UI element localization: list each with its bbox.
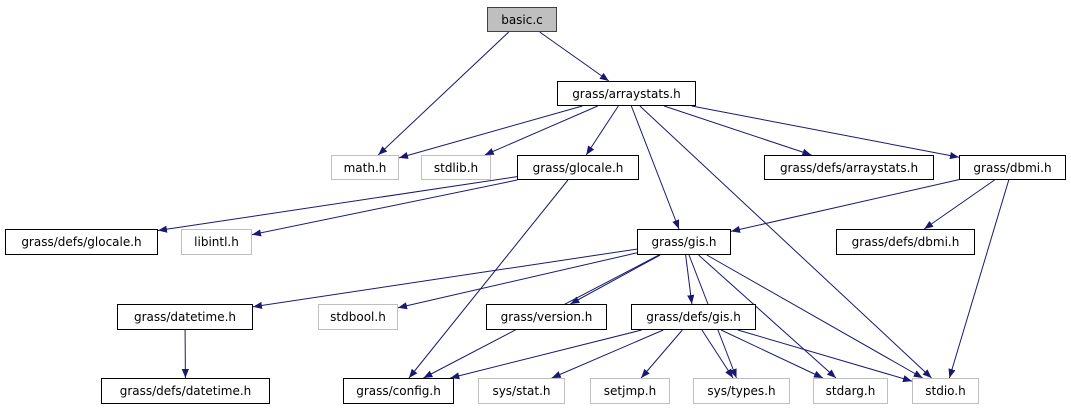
edge-defs-gis-to-stdarg [720, 329, 824, 379]
edge-gis-to-datetime [252, 248, 638, 310]
edge-gis-to-stdio [706, 254, 923, 379]
node-defs-arraystats[interactable]: grass/defs/arraystats.h [764, 155, 934, 180]
edge-dbmi-to-stdio [948, 179, 1010, 379]
edge-defs-gis-to-setjmp [640, 329, 683, 379]
edge-gis-to-defs-gis [685, 254, 695, 305]
edge-dbmi-to-defs-dbmi [923, 179, 995, 230]
node-math: math.h [331, 155, 399, 180]
edge-glocale-to-config [408, 179, 569, 379]
node-config[interactable]: grass/config.h [343, 378, 454, 404]
edge-dbmi-to-gis [730, 179, 960, 233]
node-arraystats[interactable]: grass/arraystats.h [557, 81, 696, 106]
edge-basic-to-math [377, 31, 510, 156]
edge-glocale-to-defs-glocale [157, 176, 518, 233]
node-glocale[interactable]: grass/glocale.h [517, 155, 639, 180]
node-sys-types: sys/types.h [693, 378, 790, 404]
node-stdio: stdio.h [912, 378, 979, 404]
node-defs-gis[interactable]: grass/defs/gis.h [631, 304, 756, 330]
edge-defs-gis-to-sys-stat [551, 329, 664, 379]
edge-defs-gis-to-stdio [737, 329, 913, 383]
node-basic[interactable]: basic.c [487, 7, 557, 32]
edge-arraystats-to-defs-arraystats [663, 105, 812, 156]
edge-arraystats-to-math [398, 105, 583, 159]
edge-arraystats-to-gis [630, 105, 680, 230]
node-defs-glocale[interactable]: grass/defs/glocale.h [5, 229, 158, 255]
edge-arraystats-to-glocale [585, 105, 619, 156]
node-sys-stat: sys/stat.h [478, 378, 565, 404]
node-stdbool: stdbool.h [318, 304, 398, 330]
edge-glocale-to-libintl [251, 179, 518, 237]
edge-gis-to-stdbool [397, 252, 638, 310]
node-libintl: libintl.h [181, 229, 252, 255]
edge-basic-to-arraystats [539, 31, 610, 82]
edge-gis-to-version [570, 254, 661, 305]
node-dbmi[interactable]: grass/dbmi.h [959, 155, 1066, 180]
node-setjmp: setjmp.h [590, 378, 670, 404]
node-gis[interactable]: grass/gis.h [637, 229, 731, 255]
node-defs-datetime[interactable]: grass/defs/datetime.h [101, 378, 270, 404]
node-stdarg: stdarg.h [813, 378, 888, 404]
edge-gis-to-stdarg [698, 254, 837, 379]
node-datetime[interactable]: grass/datetime.h [117, 304, 253, 330]
node-version[interactable]: grass/version.h [486, 304, 607, 330]
node-defs-dbmi[interactable]: grass/defs/dbmi.h [836, 229, 975, 255]
node-stdlib: stdlib.h [421, 155, 491, 180]
edge-arraystats-to-stdlib [484, 105, 598, 156]
edge-defs-gis-to-sys-types [701, 329, 734, 379]
edge-arraystats-to-stdio [639, 105, 932, 379]
edge-arraystats-to-dbmi [691, 105, 960, 160]
edge-defs-gis-to-config [450, 329, 642, 380]
